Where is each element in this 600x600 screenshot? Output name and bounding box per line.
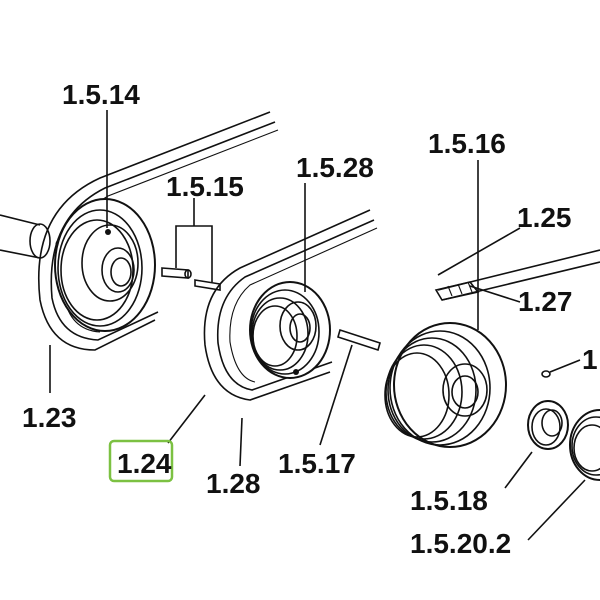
label-1-24: 1.24	[117, 448, 172, 479]
shaft	[0, 214, 65, 259]
label-1-23: 1.23	[22, 402, 77, 433]
label-1-28: 1.28	[206, 468, 261, 499]
pulley-1-5-16	[384, 322, 507, 448]
highlight-box	[108, 439, 174, 483]
label-1-5-15: 1.5.15	[166, 171, 244, 202]
label-1-5-28: 1.5.28	[296, 152, 374, 183]
label-1-25: 1.25	[517, 202, 572, 233]
pulley-1-5-14	[54, 198, 156, 332]
label-1-27: 1.27	[518, 286, 573, 317]
belt-1-24	[203, 209, 378, 401]
label-1-5-17: 1.5.17	[278, 448, 356, 479]
label-1-5-16: 1.5.16	[428, 128, 506, 159]
bushing-1-5-18	[527, 400, 569, 450]
label-1-5-14: 1.5.14	[62, 79, 140, 110]
pins-1-5-15	[161, 267, 221, 291]
small-washer	[541, 370, 551, 378]
label-1-partial: 1	[582, 344, 598, 375]
pulley-1-5-28	[249, 281, 331, 379]
key-1-5-17	[337, 328, 381, 352]
label-1-5-20-2: 1.5.20.2	[410, 528, 511, 559]
part-1-5-20-2	[569, 409, 600, 481]
leader-lines	[49, 110, 586, 541]
label-1-5-18: 1.5.18	[410, 485, 488, 516]
